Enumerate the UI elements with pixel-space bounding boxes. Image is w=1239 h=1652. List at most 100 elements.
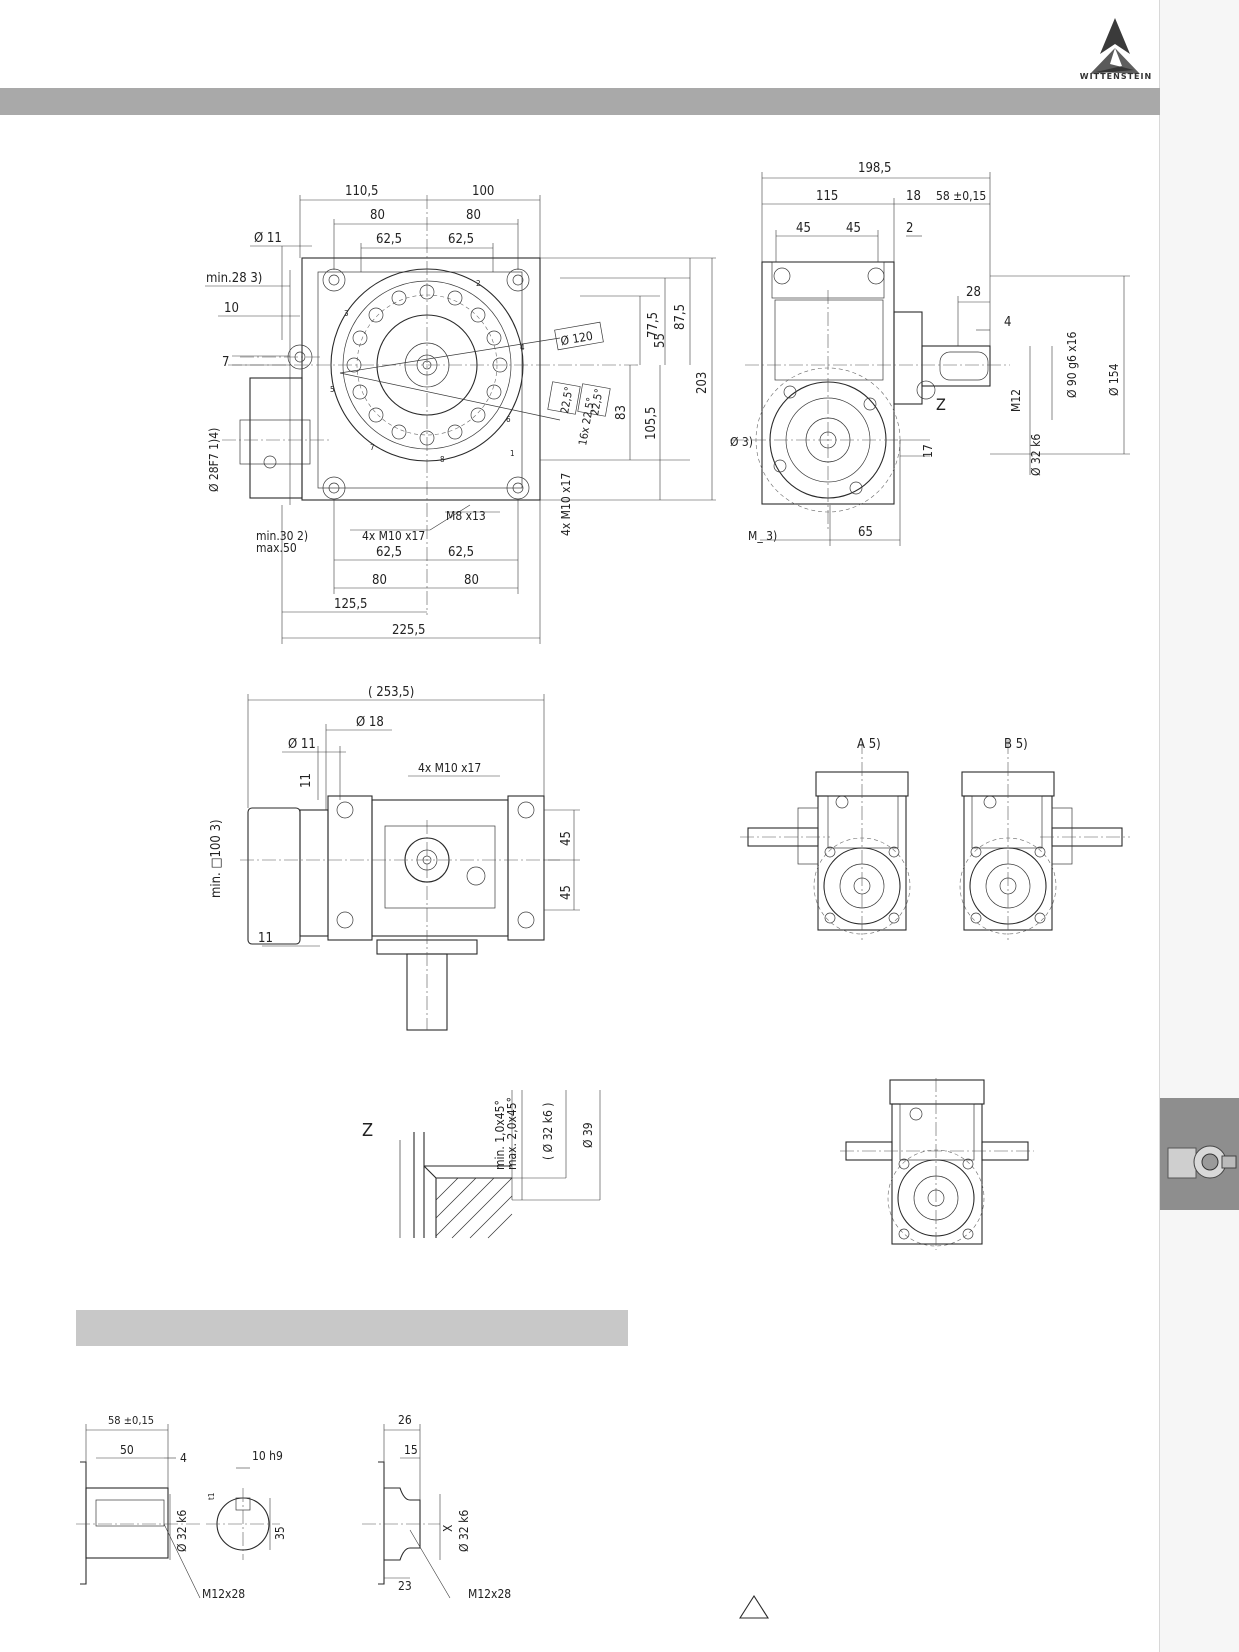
warning-triangle-icon <box>738 1594 770 1619</box>
dim-text: min. □100 3) <box>209 819 224 898</box>
dim-text: ( 253,5) <box>368 685 414 700</box>
dim-text: 45 <box>846 221 861 236</box>
dim-text: 45 <box>559 831 574 846</box>
dim-text: 2 <box>906 221 913 236</box>
view-label: Z <box>936 395 946 414</box>
section-bar <box>76 1310 628 1346</box>
dim-text: 10 h9 <box>252 1449 283 1463</box>
dim-text: 203 <box>695 372 710 394</box>
hole-number: 1 <box>510 449 515 458</box>
hole-number: 6 <box>506 415 511 424</box>
dim-text: Ø 32 k6 <box>175 1510 189 1552</box>
thread-label: M8 x13 <box>446 509 486 523</box>
right-margin-strip <box>1159 0 1239 1652</box>
dim-text: 87,5 <box>673 304 688 330</box>
dim-text: 125,5 <box>334 597 367 612</box>
side-tab[interactable] <box>1160 1098 1239 1210</box>
hole-number: 7 <box>370 443 375 452</box>
dim-text: min. 1,0x45° <box>493 1100 507 1170</box>
dim-text: 45 <box>559 885 574 900</box>
dim-text: 58 ±0,15 <box>108 1414 154 1427</box>
dim-text: ( Ø 32 k6 ) <box>541 1103 555 1161</box>
variant-a-view: A 5) <box>740 737 911 940</box>
dim-text: 80 <box>464 573 479 588</box>
dim-text: 115 <box>816 189 838 204</box>
dim-text: 62,5 <box>448 232 474 247</box>
dim-text: 62,5 <box>376 545 402 560</box>
dim-text: 58 ±0,15 <box>936 189 986 203</box>
dim-text: 225,5 <box>392 623 425 638</box>
dim-text: 80 <box>466 208 481 223</box>
hole-number: 2 <box>476 279 481 288</box>
shaft-detail-smooth: 26 15 X Ø 32 k6 23 M12x28 <box>362 1413 511 1601</box>
variant-label: B 5) <box>1004 737 1028 752</box>
dim-text: M_ 3) <box>748 529 777 543</box>
top-view: ( 253,5) Ø 18 Ø 11 4x M10 x17 11 min. □1… <box>209 685 580 1031</box>
minmax-label: max.50 <box>256 541 297 555</box>
shaft-detail-keyed: 58 ±0,15 50 4 10 h9 35 Ø 32 k6 M12x28 t1 <box>76 1414 287 1601</box>
dim-text: 4 <box>1004 315 1011 330</box>
view-label: Z <box>362 1120 373 1141</box>
variant-label: A 5) <box>857 737 881 752</box>
dim-text: 62,5 <box>448 545 474 560</box>
dim-text: 50 <box>120 1443 134 1457</box>
dim-text: Ø 39 <box>581 1122 595 1148</box>
gearbox-thumbnail-icon <box>1167 1145 1237 1179</box>
dim-text: 4x M10 x17 <box>418 761 481 775</box>
dim-text: 4 <box>180 1451 187 1465</box>
brand-name: WITTENSTEIN <box>1079 72 1153 81</box>
dim-text: Ø 32 k6 <box>457 1510 471 1552</box>
dim-text: 15 <box>404 1443 418 1457</box>
hole-number: 5 <box>330 385 335 394</box>
wittenstein-triangle-logo-icon <box>1090 18 1140 74</box>
dim-text: Ø 3) <box>730 435 753 449</box>
dim-text: Ø 154 <box>1107 363 1121 396</box>
dim-text: 62,5 <box>376 232 402 247</box>
hole-number: 8 <box>440 455 445 464</box>
angle-label: 22,5° <box>588 388 605 417</box>
header-bar <box>0 88 1160 115</box>
dim-text: 18 <box>906 189 921 204</box>
dim-text: min.28 3) <box>206 271 262 286</box>
dim-text: 17 <box>921 444 935 458</box>
thread-label: 4x M10 x17 <box>362 529 425 543</box>
bolt-circle-label: Ø 120 <box>559 329 594 348</box>
dim-text: M12x28 <box>202 1587 245 1601</box>
dim-text: 80 <box>370 208 385 223</box>
thread-label: 4x M10 x17 <box>559 473 573 536</box>
dim-text: max. 2,0x45° <box>505 1097 519 1170</box>
dim-text: t1 <box>207 1493 216 1500</box>
dim-text: 198,5 <box>858 161 891 176</box>
front-view: 2 3 4 5 6 7 8 1 110,5 100 80 80 62,5 <box>205 184 716 644</box>
dim-text: Ø 32 k6 <box>1029 434 1043 476</box>
variant-c-view <box>840 1078 1034 1250</box>
side-view: 198,5 115 18 58 ±0,15 45 45 2 28 4 Ø 90 … <box>730 161 1130 546</box>
dim-text: M12x28 <box>468 1587 511 1601</box>
dim-text: 11 <box>258 931 273 946</box>
dim-text: 77,5 <box>646 312 661 338</box>
hole-number: 4 <box>520 343 525 352</box>
dim-text: 105,5 <box>644 407 659 440</box>
dim-text: 23 <box>398 1579 412 1593</box>
dim-text: 35 <box>273 1526 287 1540</box>
dim-text: M12 <box>1009 389 1023 412</box>
dim-text: Ø 11 <box>254 231 282 246</box>
dim-text: 26 <box>398 1413 412 1427</box>
dim-text: Ø 90 g6 x16 <box>1065 332 1079 398</box>
angle-label: 22,5° <box>558 386 575 415</box>
dim-text: 83 <box>614 405 629 420</box>
variant-b-view: B 5) <box>959 737 1130 940</box>
dim-text: 110,5 <box>345 184 378 199</box>
dim-text: 11 <box>299 773 314 788</box>
dim-text: Ø 18 <box>356 715 384 730</box>
dim-text: 10 <box>224 301 239 316</box>
dim-text: 7 <box>222 355 229 370</box>
dim-text: 100 <box>472 184 494 199</box>
dim-text: 65 <box>858 525 873 540</box>
dim-text: 55 <box>653 333 668 348</box>
dim-text: 80 <box>372 573 387 588</box>
detail-z-view: min. 1,0x45° max. 2,0x45° ( Ø 32 k6 ) Ø … <box>362 1090 601 1239</box>
hole-number: 3 <box>344 309 349 318</box>
dim-text: Ø 11 <box>288 737 316 752</box>
